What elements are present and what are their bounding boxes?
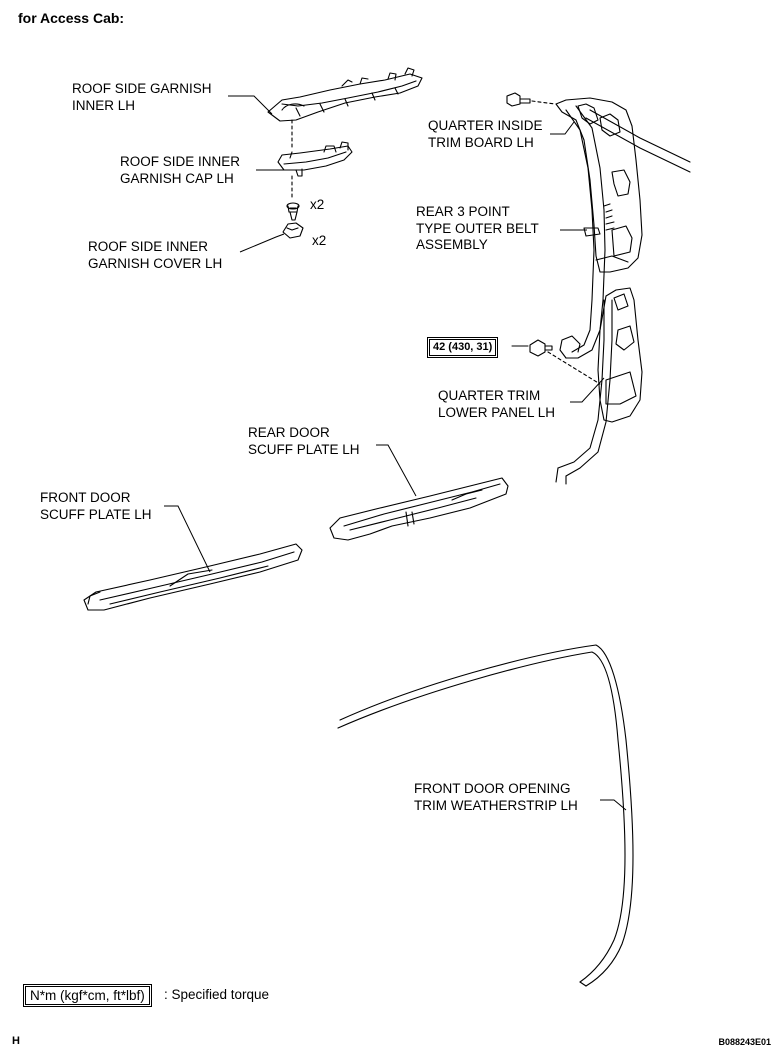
roof-side-garnish-part <box>267 67 423 122</box>
figure-code: B088243E01 <box>718 1037 771 1047</box>
label-quarter-trim-lower-panel: QUARTER TRIM LOWER PANEL LH <box>438 388 556 420</box>
label-roof-side-garnish-inner: ROOF SIDE GARNISH INNER LH <box>72 81 212 113</box>
label-roof-side-inner-garnish-cap: ROOF SIDE INNER GARNISH CAP LH <box>120 154 241 186</box>
clip-quantity: x2 <box>310 197 325 212</box>
front-door-scuff-plate-part <box>83 543 303 611</box>
label-rear-3-point-belt: REAR 3 POINT TYPE OUTER BELT ASSEMBLY <box>416 204 539 252</box>
label-front-door-opening-weatherstrip: FRONT DOOR OPENING TRIM WEATHERSTRIP LH <box>414 781 578 813</box>
corner-letter: H <box>12 1035 20 1047</box>
label-quarter-inside-trim-board: QUARTER INSIDE TRIM BOARD LH <box>428 118 543 150</box>
clip-part <box>286 202 300 221</box>
front-door-weatherstrip-part <box>337 644 634 987</box>
quarter-trim-assembly-part <box>506 92 691 485</box>
torque-value: 42 (430, 31) <box>426 337 499 358</box>
legend-unit-box: N*m (kgf*cm, ft*lbf) <box>23 984 152 1007</box>
figure-heading: for Access Cab: <box>18 10 125 26</box>
label-front-door-scuff-plate: FRONT DOOR SCUFF PLATE LH <box>40 490 152 522</box>
roof-side-inner-garnish-cover-part <box>282 222 304 239</box>
cover-quantity: x2 <box>312 233 327 248</box>
label-roof-side-inner-garnish-cover: ROOF SIDE INNER GARNISH COVER LH <box>88 239 223 271</box>
legend-description: : Specified torque <box>164 987 270 1002</box>
roof-side-inner-garnish-cap-part <box>277 141 353 177</box>
leader-lines <box>164 95 627 811</box>
rear-door-scuff-plate-part <box>329 477 509 541</box>
label-rear-door-scuff-plate: REAR DOOR SCUFF PLATE LH <box>248 425 360 457</box>
